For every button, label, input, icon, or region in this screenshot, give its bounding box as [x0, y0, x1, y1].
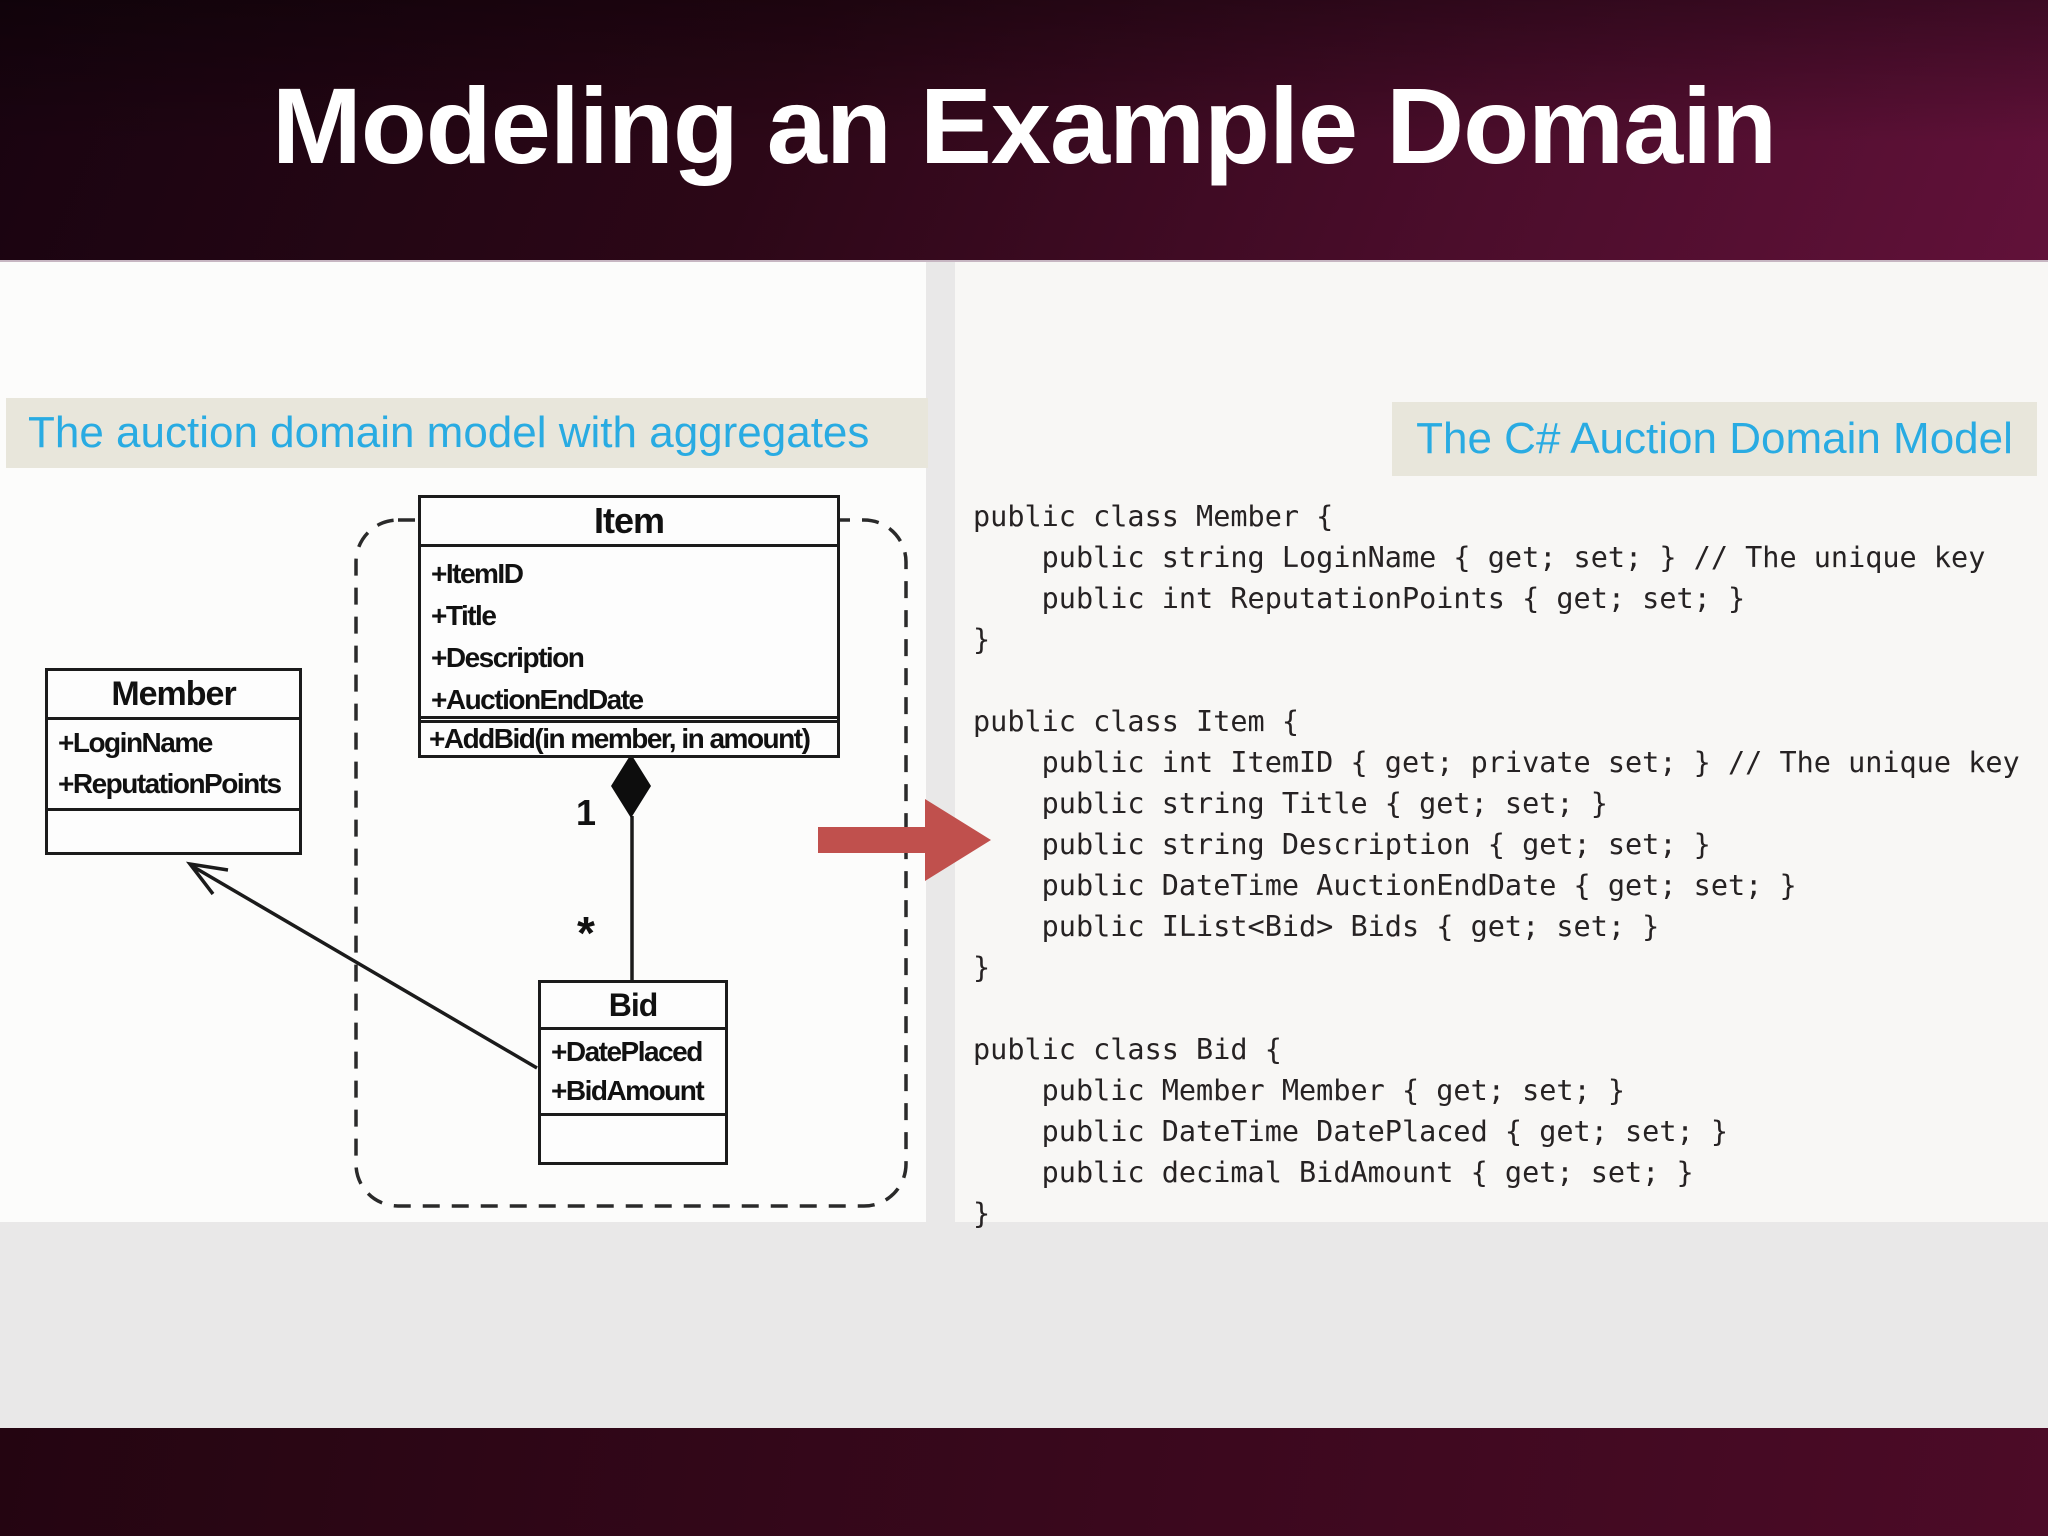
item-class-name: Item [421, 498, 837, 547]
item-attributes: +ItemID +Title +Description +AuctionEndD… [421, 547, 837, 719]
member-attributes: +LoginName +ReputationPoints [48, 720, 299, 811]
bid-class-box: Bid +DatePlaced +BidAmount [538, 980, 728, 1165]
slide-title: Modeling an Example Domain [271, 65, 1777, 186]
multiplicity-many-label: * [577, 907, 595, 959]
empty-compartment [541, 1116, 725, 1162]
code-block: public class Member { public string Logi… [973, 500, 2020, 1230]
footer-band: IT Department المتحدة الخبرة والثقة [0, 1428, 2048, 1536]
class-attribute: +LoginName [58, 727, 213, 758]
class-attribute: +BidAmount [551, 1075, 705, 1106]
item-class-box: Item +ItemID +Title +Description +Auctio… [418, 495, 840, 758]
class-attribute: +Description [431, 642, 585, 673]
class-attribute: +ReputationPoints [58, 768, 282, 799]
empty-compartment [48, 811, 299, 852]
bid-class-name: Bid [541, 983, 725, 1030]
class-method: +AddBid(in member, in amount) [421, 720, 837, 755]
member-class-box: Member +LoginName +ReputationPoints [45, 668, 302, 855]
left-caption: The auction domain model with aggregates [6, 398, 928, 468]
class-attribute: +AuctionEndDate [431, 684, 644, 715]
class-attribute: +DatePlaced [551, 1036, 703, 1067]
class-attribute: +Title [431, 600, 497, 631]
member-class-name: Member [48, 671, 299, 720]
right-caption: The C# Auction Domain Model [1392, 402, 2037, 476]
class-attribute: +ItemID [431, 558, 524, 589]
header-band: Modeling an Example Domain [0, 0, 2048, 262]
bid-attributes: +DatePlaced +BidAmount [541, 1030, 725, 1116]
multiplicity-one-label: 1 [576, 792, 597, 833]
